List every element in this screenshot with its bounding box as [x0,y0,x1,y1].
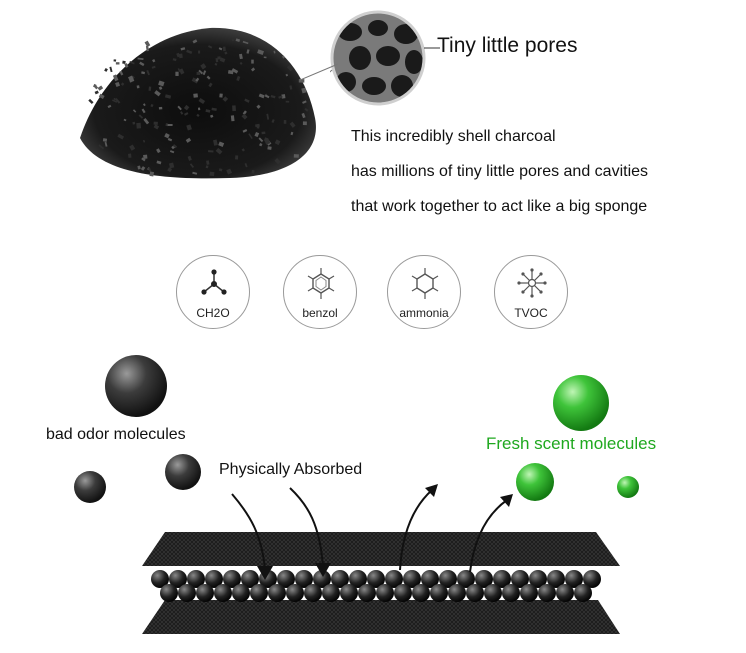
charcoal-bead [178,584,196,602]
charcoal-bead [574,584,592,602]
benzene-ring-icon [307,268,335,299]
label-connector-line [424,47,440,49]
ammonia-ring-icon [411,268,439,299]
bad-molecule-large [105,355,167,417]
charcoal-bead [448,584,466,602]
charcoal-bead [511,570,529,588]
description-line-1: This incredibly shell charcoal [351,128,556,145]
charcoal-bead [286,584,304,602]
ammonia-badge: ammonia [387,255,461,329]
charcoal-bead [241,570,259,588]
charcoal-bead [376,584,394,602]
charcoal-bead [322,584,340,602]
charcoal-bead [529,570,547,588]
charcoal-bead [538,584,556,602]
ch2o-badge: CH2O [176,255,250,329]
charcoal-bead [169,570,187,588]
physically-absorbed-label: Physically Absorbed [219,461,363,478]
ch2o-label: CH2O [196,306,230,320]
charcoal-bead [187,570,205,588]
charcoal-bead [403,570,421,588]
filter-mesh-top [142,532,620,566]
tvoc-badge: TVOC [494,255,568,329]
charcoal-bead [412,584,430,602]
fresh-molecule-medium [516,463,554,501]
tvoc-star-icon [517,268,547,298]
charcoal-bead [232,584,250,602]
charcoal-bead [385,570,403,588]
charcoal-bead [439,570,457,588]
charcoal-bead [349,570,367,588]
charcoal-bead [466,584,484,602]
bad-molecule-medium [165,454,201,490]
charcoal-bead [583,570,601,588]
charcoal-bead [484,584,502,602]
charcoal-bead [205,570,223,588]
release-arrows [399,484,513,573]
pores-label: Tiny little pores [437,34,578,57]
description-line-3: that work together to act like a big spo… [351,198,648,215]
absorption-diagram [74,355,639,634]
bad-odor-label: bad odor molecules [46,426,186,443]
filter-mesh-bottom [142,600,620,634]
charcoal-bead [556,584,574,602]
fresh-molecule-large [553,375,609,431]
charcoal-bead [313,570,331,588]
charcoal-bead [268,584,286,602]
fresh-molecule-small [617,476,639,498]
benzol-badge: benzol [283,255,357,329]
charcoal-bead [160,584,178,602]
charcoal-bead [223,570,241,588]
charcoal-bead [304,584,322,602]
charcoal-bead [196,584,214,602]
benzol-label: benzol [302,306,338,320]
charcoal-bead [493,570,511,588]
charcoal-bead [394,584,412,602]
bad-molecule-small [74,471,106,503]
charcoal-bead [277,570,295,588]
fresh-scent-label: Fresh scent molecules [486,434,657,453]
charcoal-bead-layer [151,570,601,602]
ammonia-label: ammonia [399,306,449,320]
charcoal-bead [520,584,538,602]
charcoal-bead [151,570,169,588]
tvoc-label: TVOC [514,306,548,320]
charcoal-bead [430,584,448,602]
charcoal-bead [331,570,349,588]
zoom-connector-line [300,63,339,81]
pore-magnified-image [330,10,426,106]
charcoal-bead [547,570,565,588]
charcoal-bead [475,570,493,588]
description-line-2: has millions of tiny little pores and ca… [351,163,649,180]
charcoal-bead [340,584,358,602]
charcoal-bead [358,584,376,602]
charcoal-bead [250,584,268,602]
charcoal-bead [367,570,385,588]
charcoal-bead [457,570,475,588]
charcoal-bead [421,570,439,588]
charcoal-bead [565,570,583,588]
absorb-arrows [231,487,331,580]
formaldehyde-molecule-icon [201,269,227,295]
charcoal-bead [295,570,313,588]
charcoal-pile-image [80,27,316,179]
charcoal-bead [502,584,520,602]
charcoal-bead [214,584,232,602]
